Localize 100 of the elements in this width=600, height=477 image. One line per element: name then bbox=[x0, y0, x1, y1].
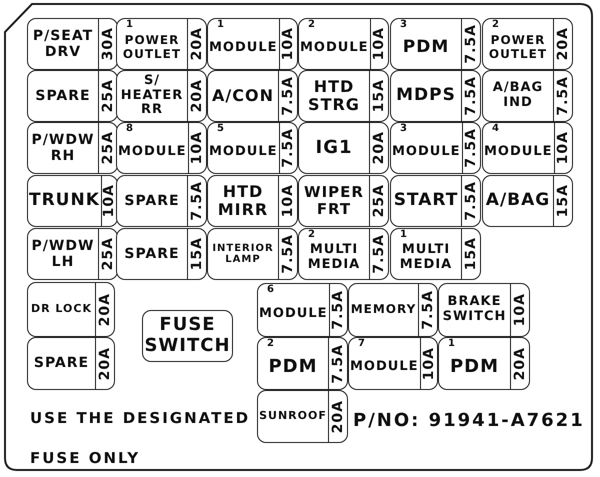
fuse-slot bbox=[390, 18, 481, 70]
fuse-rating: 10A bbox=[281, 27, 296, 61]
fuse-label: INTERIOR LAMP bbox=[211, 242, 275, 266]
fuse-number: 2 bbox=[308, 20, 315, 30]
fuse-slot bbox=[207, 70, 298, 122]
fuse-slot bbox=[27, 175, 118, 227]
fuse-slot bbox=[116, 18, 207, 70]
fuse-label: P/SEAT DRV bbox=[32, 28, 94, 60]
fuse-slot bbox=[482, 122, 573, 174]
fuse-slot bbox=[207, 228, 298, 280]
fuse-rating: 7.5A bbox=[556, 76, 570, 116]
fuse-rating: 20A bbox=[98, 346, 112, 380]
fuse-number: 1 bbox=[217, 20, 224, 30]
fuse-slot bbox=[348, 283, 438, 337]
fuse-slot bbox=[27, 122, 118, 174]
fuse-label: HTD STRG bbox=[307, 78, 361, 114]
fuse-label: MEMORY bbox=[350, 303, 416, 317]
fuse-slot bbox=[298, 122, 389, 174]
fuse-slot bbox=[298, 228, 389, 280]
fuse-slot bbox=[482, 18, 573, 70]
fuse-slot bbox=[438, 337, 530, 390]
fuse-slot bbox=[438, 283, 530, 337]
fuse-slot bbox=[116, 228, 207, 280]
fuse-number: 2 bbox=[308, 230, 315, 240]
fuse-rating: 20A bbox=[190, 27, 204, 61]
fuse-number: 3 bbox=[400, 20, 407, 30]
fuse-slot bbox=[257, 283, 348, 337]
fuse-rating: 10A bbox=[190, 131, 204, 165]
fuse-rating: 10A bbox=[281, 184, 295, 218]
fuse-label: MODULE bbox=[259, 306, 328, 322]
fuse-number: 2 bbox=[267, 339, 274, 349]
fuse-label: BRAKE SWITCH bbox=[442, 295, 508, 325]
fuse-slot bbox=[298, 18, 389, 70]
fuse-slot bbox=[27, 18, 118, 70]
fuse-label: SPARE bbox=[34, 355, 90, 372]
fuse-label: DR LOCK bbox=[31, 303, 92, 316]
fuse-rating: 7.5A bbox=[464, 128, 478, 168]
fuse-label: POWER OUTLET bbox=[122, 34, 182, 62]
fuse-slot bbox=[116, 175, 207, 227]
fuse-rating: 7.5A bbox=[281, 234, 295, 274]
fuse-rating: 20A bbox=[513, 346, 527, 380]
fuse-slot bbox=[27, 70, 118, 122]
fuse-rating: 20A bbox=[372, 131, 386, 165]
fuse-label: MODULE bbox=[300, 40, 368, 56]
fuse-rating: 10A bbox=[102, 184, 116, 218]
fuse-rating: 7.5A bbox=[190, 181, 204, 221]
fuse-slot bbox=[207, 18, 298, 70]
fuse-slot bbox=[27, 228, 118, 280]
fuse-number: 2 bbox=[492, 20, 499, 30]
fuse-rating: 7.5A bbox=[331, 290, 346, 330]
fuse-rating: 7.5A bbox=[421, 290, 435, 330]
fuse-rating: 25A bbox=[101, 237, 115, 271]
fuse-number: 3 bbox=[400, 124, 407, 134]
fuse-slot bbox=[27, 282, 115, 337]
fuse-rating: 20A bbox=[98, 292, 112, 326]
fuse-rating: 25A bbox=[372, 184, 386, 218]
fuse-rating: 10A bbox=[422, 346, 436, 380]
fuse-label: START bbox=[394, 191, 458, 211]
fuse-rating: 10A bbox=[556, 131, 570, 165]
fuse-slot bbox=[482, 70, 573, 122]
fuse-number: 1 bbox=[400, 230, 407, 240]
fuse-label: MDPS bbox=[396, 86, 456, 106]
fuse-label: SPARE bbox=[35, 88, 91, 104]
fuse-rating: 7.5A bbox=[372, 234, 386, 274]
fuse-rating: 15A bbox=[372, 79, 386, 113]
fuse-label: SPARE bbox=[124, 192, 180, 210]
fuse-rating: 7.5A bbox=[464, 24, 478, 64]
fuse-rating: 7.5A bbox=[464, 76, 478, 116]
fuse-label: PDM bbox=[402, 38, 450, 58]
fuse-rating: 7.5A bbox=[464, 181, 478, 221]
fuse-rating: 15A bbox=[464, 237, 478, 271]
fuse-label: MODULE bbox=[209, 144, 278, 160]
fuse-label: S/ HEATER RR bbox=[120, 74, 184, 118]
fuse-rating: 25A bbox=[101, 131, 115, 165]
fuse-rating: 10A bbox=[372, 27, 386, 61]
fuse-number: 6 bbox=[267, 285, 274, 295]
fuse-label: A/BAG bbox=[486, 191, 550, 211]
part-number: P/NO: 91941-A7621 bbox=[353, 410, 585, 432]
fuse-rating: 30A bbox=[101, 27, 115, 61]
fuse-slot bbox=[116, 70, 207, 122]
fuse-label: TRUNK bbox=[29, 191, 100, 211]
fuse-label: MULTI MEDIA bbox=[306, 243, 362, 273]
fuse-rating: 7.5A bbox=[331, 344, 345, 384]
fuse-label: P/WDW LH bbox=[30, 238, 96, 270]
fuse-slot bbox=[482, 175, 573, 227]
fuse-number: 1 bbox=[126, 20, 133, 30]
fuse-label: PDM bbox=[450, 357, 500, 378]
fuse-slot bbox=[390, 70, 481, 122]
fuse-rating: 15A bbox=[190, 237, 204, 271]
fuse-label: MODULE bbox=[350, 360, 418, 375]
fuse-number: 5 bbox=[217, 124, 224, 134]
fuse-number: 1 bbox=[448, 339, 455, 349]
fuse-label: MODULE bbox=[209, 40, 278, 56]
fuse-label: P/WDW RH bbox=[30, 132, 96, 164]
fuse-slot bbox=[257, 390, 348, 443]
fuse-number: 8 bbox=[126, 124, 133, 134]
fuse-label: WIPER FRT bbox=[303, 184, 365, 218]
fuse-label: MODULE bbox=[118, 144, 186, 160]
fuse-number: 7 bbox=[358, 339, 365, 349]
fuse-label: MULTI MEDIA bbox=[398, 243, 454, 273]
